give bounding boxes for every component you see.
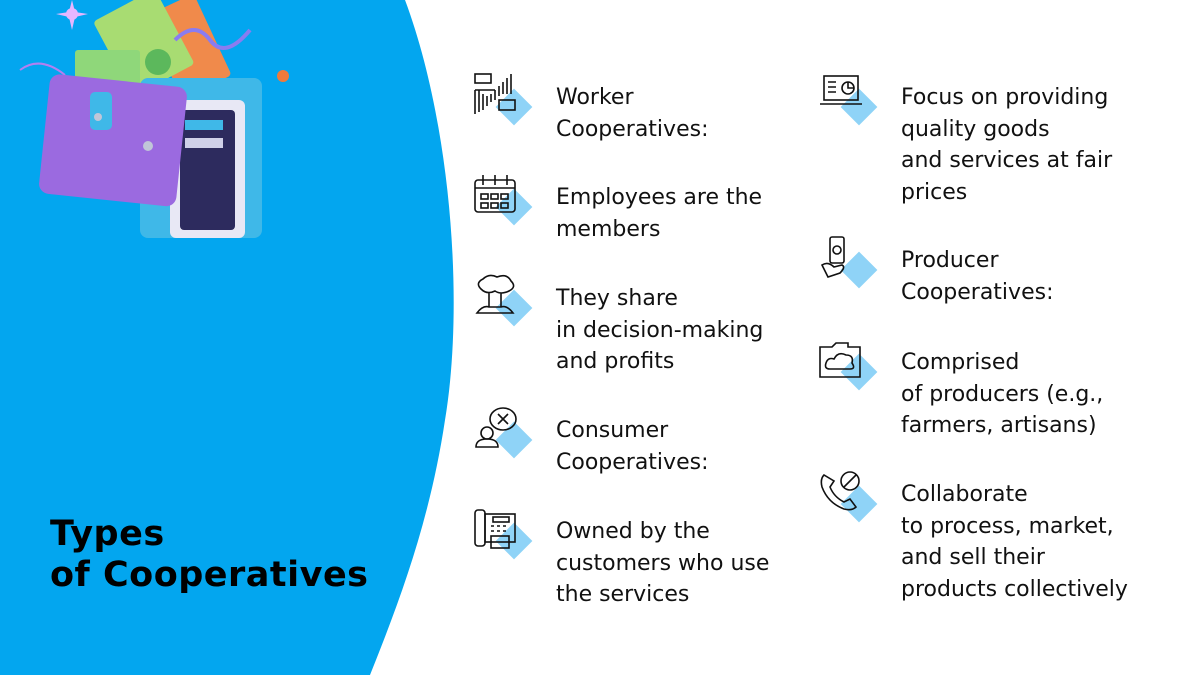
- page-title: Types of Cooperatives: [50, 514, 369, 596]
- item-text: Collaborate to process, market, and sell…: [901, 482, 1128, 602]
- explosion-cloud-icon: [475, 274, 533, 327]
- chart-bars-icon: [474, 73, 533, 126]
- fax-machine-icon: [474, 509, 533, 560]
- item-text: Owned by the customers who use the servi…: [556, 519, 770, 607]
- hand-money-icon: [820, 236, 878, 289]
- calendar-icon: [474, 175, 533, 226]
- item-text: Employees are the members: [556, 185, 763, 242]
- title-line-2: of Cooperatives: [50, 555, 369, 595]
- phone-block-icon: [820, 471, 878, 523]
- title-line-1: Types: [50, 514, 165, 554]
- person-speech-x-icon: [475, 407, 533, 459]
- cloud-folder-icon: [819, 342, 878, 391]
- item-text: Comprised of producers (e.g., farmers, a…: [901, 350, 1104, 438]
- item-text: Worker Cooperatives:: [556, 85, 709, 142]
- item-text: Consumer Cooperatives:: [556, 418, 709, 475]
- laptop-chart-icon: [820, 75, 878, 126]
- item-text: They share in decision-making and profit…: [556, 286, 764, 374]
- item-text: Focus on providing quality goods and ser…: [901, 85, 1113, 205]
- item-text: Producer Cooperatives:: [901, 248, 1054, 305]
- wallet-money-illustration: [19, 0, 289, 238]
